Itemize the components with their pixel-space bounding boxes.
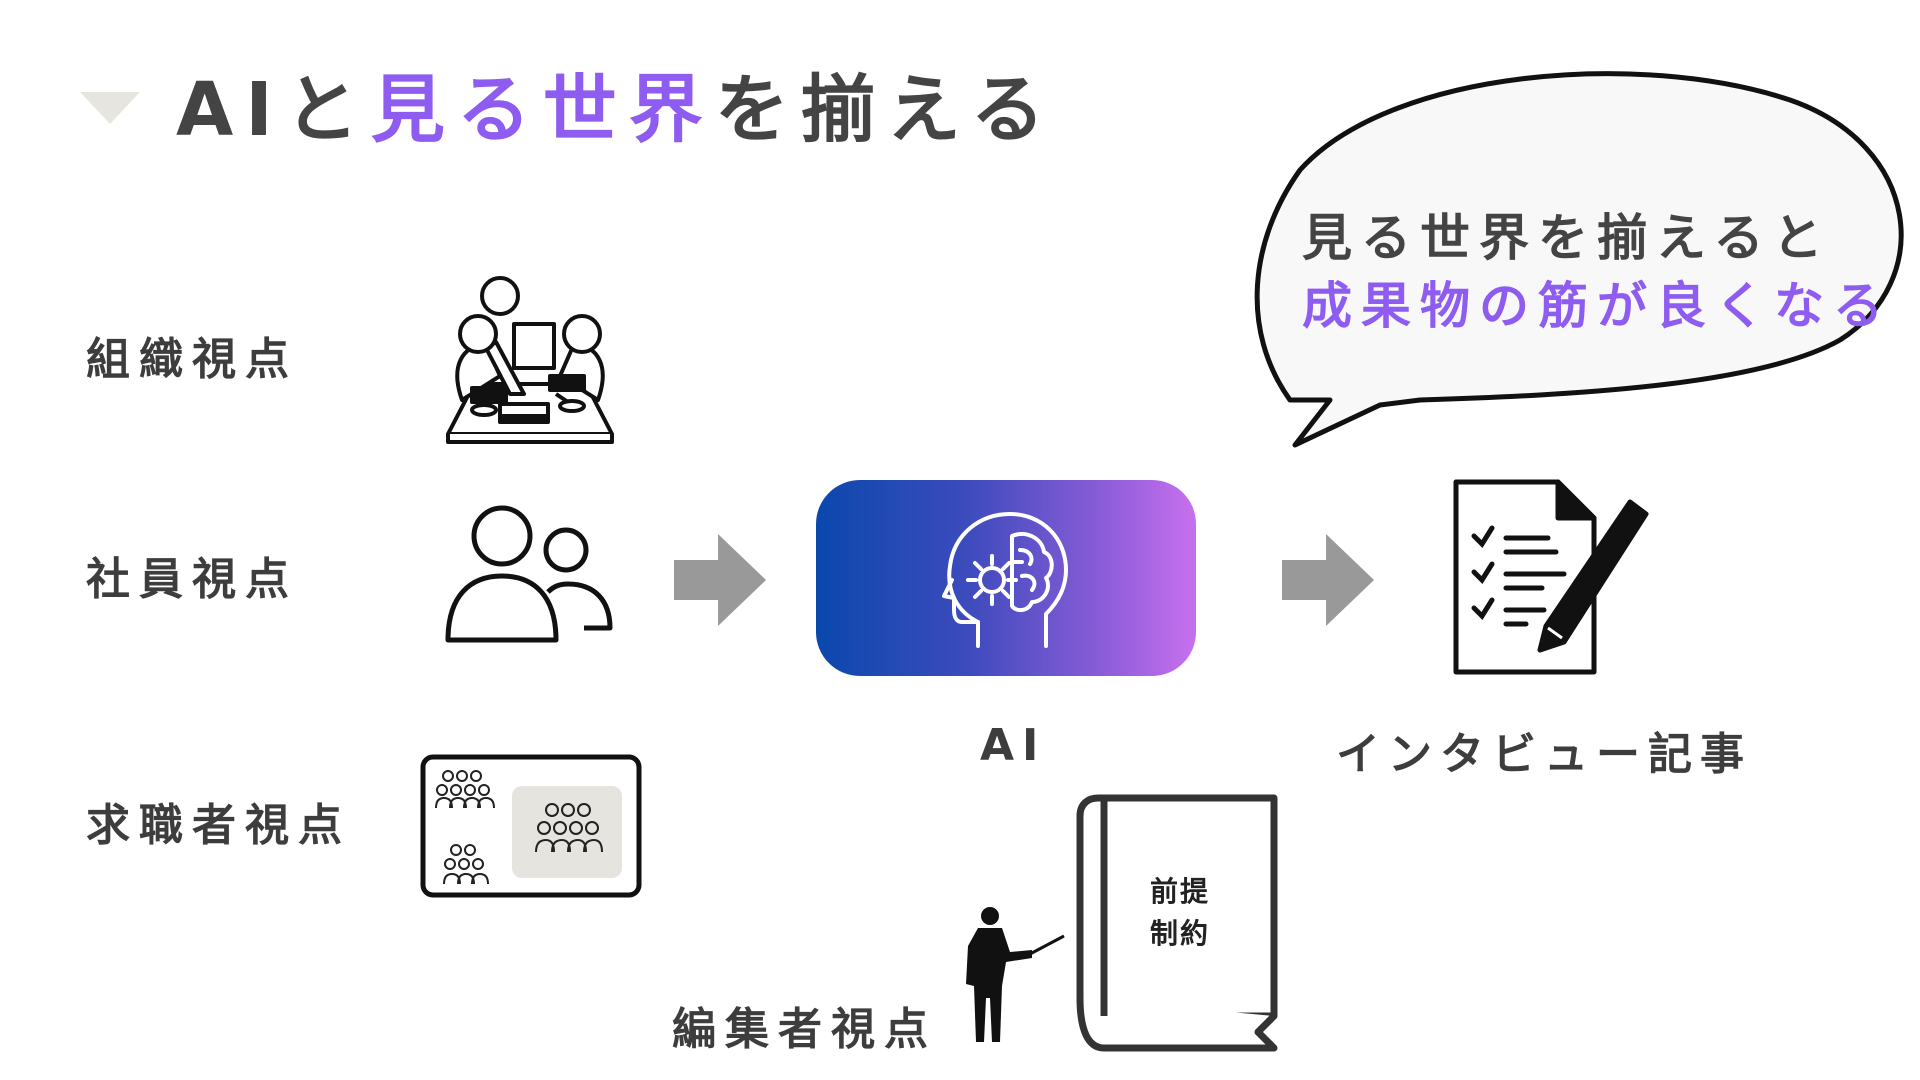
meeting-icon bbox=[446, 276, 614, 444]
book-icon bbox=[1076, 794, 1278, 1052]
employees-icon bbox=[445, 505, 613, 643]
interview-article-label: インタビュー記事 bbox=[1336, 729, 1752, 780]
bubble-line-2: 成果物の筋が良くなる bbox=[1302, 277, 1892, 335]
job-seeker-screen-icon bbox=[420, 754, 642, 898]
book-text-premise: 前提 bbox=[1150, 875, 1211, 908]
title-prefix: AIと bbox=[176, 67, 371, 153]
ai-label: AI bbox=[980, 720, 1047, 771]
label-editor-perspective: 編集者視点 bbox=[672, 1004, 937, 1055]
label-jobseeker-perspective: 求職者視点 bbox=[86, 800, 351, 851]
document-pen-icon bbox=[1453, 479, 1649, 675]
page-title: AIと見る世界を揃える bbox=[176, 62, 1057, 158]
bubble-line-1: 見る世界を揃えると bbox=[1302, 209, 1832, 267]
label-org-perspective: 組織視点 bbox=[86, 334, 298, 385]
presenter-icon bbox=[966, 907, 1065, 1042]
ai-brain-head-icon bbox=[942, 512, 1068, 648]
title-suffix: を揃える bbox=[714, 67, 1057, 153]
title-triangle-icon bbox=[80, 92, 140, 124]
arrow-right-icon bbox=[1282, 534, 1374, 626]
book-text-constraints: 制約 bbox=[1150, 917, 1211, 950]
arrow-right-icon bbox=[674, 534, 766, 626]
label-employee-perspective: 社員視点 bbox=[86, 554, 298, 605]
title-highlight: 見る世界 bbox=[370, 67, 715, 153]
